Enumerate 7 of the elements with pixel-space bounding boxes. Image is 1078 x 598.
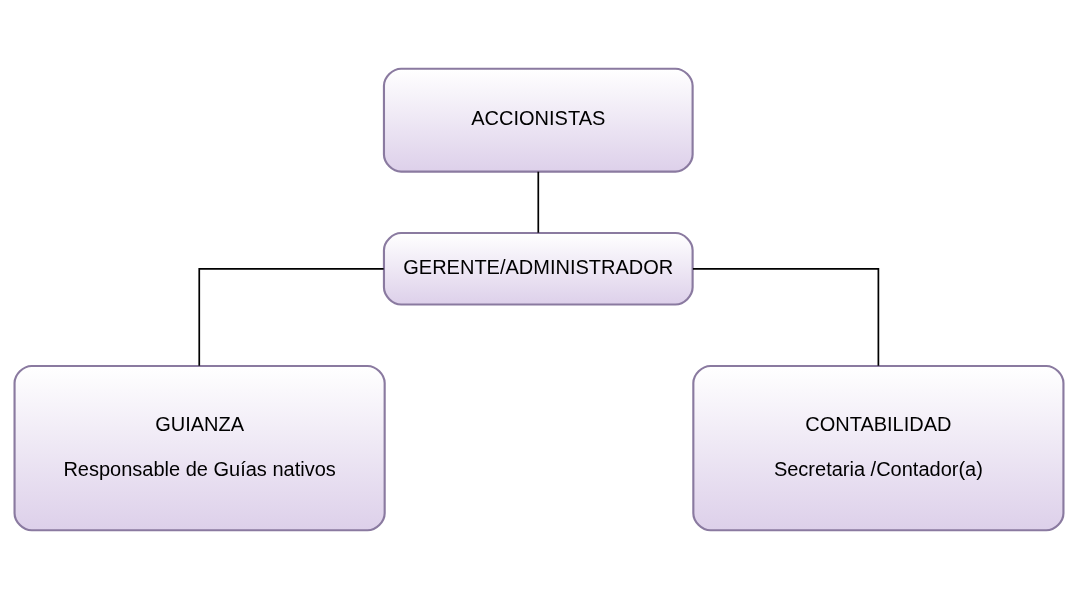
- connector: [198, 267, 385, 367]
- connector: [692, 267, 880, 367]
- node-box: ACCIONISTAS: [382, 67, 694, 173]
- node-box: GERENTE/ADMINISTRADOR: [382, 231, 694, 306]
- connector: [537, 170, 540, 234]
- node-box: GUIANZA Responsable de Guías nativos: [13, 364, 386, 531]
- node-box: CONTABILIDAD Secretaria /Contador(a): [692, 364, 1065, 531]
